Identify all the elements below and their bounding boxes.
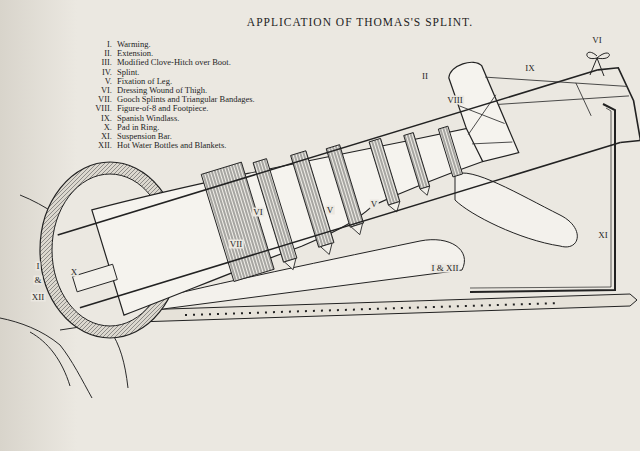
key-numeral: XI. <box>101 132 112 141</box>
key-numeral: XII. <box>98 141 112 150</box>
windlass-stick <box>576 81 591 117</box>
cord <box>499 67 629 133</box>
key-numeral: II. <box>104 49 112 58</box>
callout-number: & <box>33 276 42 285</box>
bandage <box>326 145 363 228</box>
key-numeral: VIII. <box>95 104 112 113</box>
bandages <box>201 101 473 281</box>
blanket-fold <box>30 332 70 386</box>
page-title: APPLICATION OF THOMAS'S SPLINT. <box>247 17 473 29</box>
key-description: Warming. <box>117 40 151 49</box>
key-numeral: I. <box>107 40 112 49</box>
key-numeral: IX. <box>101 113 112 122</box>
key-description: Modified Clove-Hitch over Boot. <box>117 58 231 67</box>
bandage <box>404 133 430 189</box>
key-numeral: IV. <box>102 67 112 76</box>
bandage <box>438 126 462 177</box>
ring-pad <box>72 264 117 292</box>
callout-number: XI <box>597 231 609 240</box>
callout-number: V <box>370 200 379 209</box>
callout-number: I & XII <box>431 264 460 273</box>
bandage-turn <box>472 132 512 153</box>
key-numeral: X. <box>104 123 112 132</box>
key-description: Pad in Ring. <box>117 123 159 132</box>
callout-number: X <box>70 268 79 277</box>
boot <box>446 56 519 166</box>
figure-of-8 <box>459 94 512 154</box>
key-description: Fixation of Leg. <box>117 77 172 86</box>
leg-group <box>44 19 640 332</box>
callout-number: I <box>36 262 41 271</box>
bandage <box>253 159 297 263</box>
key-numeral: V. <box>105 77 112 86</box>
splint-rod <box>80 143 620 308</box>
key-description: Splint. <box>117 67 139 76</box>
key-description: Gooch Splints and Triangular Bandages. <box>117 95 255 104</box>
bandage-knots <box>276 186 442 271</box>
key-numeral: VII. <box>98 95 112 104</box>
knot <box>420 186 432 197</box>
callout-number: IX <box>524 64 536 73</box>
board-rivets <box>185 303 560 315</box>
callout-number: VI <box>252 208 264 217</box>
cord <box>485 39 626 125</box>
callout-number: II <box>421 72 429 81</box>
splint-rod <box>58 70 598 235</box>
callout-number: VIII <box>446 96 464 105</box>
knot <box>321 243 335 256</box>
blanket-fold <box>0 318 92 398</box>
callout-number: VI <box>591 36 603 45</box>
key-description: Spanish Windlass. <box>117 113 179 122</box>
key-description: Dressing Wound of Thigh. <box>117 86 207 95</box>
callout-number: V <box>326 206 335 215</box>
key-description: Suspension Bar. <box>117 132 172 141</box>
bandage <box>369 138 400 205</box>
knot <box>351 223 365 236</box>
key-description: Figure-of-8 and Footpiece. <box>117 104 208 113</box>
key-description: Hot Water Bottles and Blankets. <box>117 141 226 150</box>
callout-number: VII <box>229 240 244 249</box>
tie-bow <box>587 52 610 76</box>
blanket-fold <box>110 330 128 388</box>
key-numeral: VI. <box>101 86 112 95</box>
pillow <box>455 173 577 247</box>
splint-end <box>598 63 640 147</box>
key-numeral: III. <box>101 58 112 67</box>
extension-cords <box>485 39 631 143</box>
knot <box>284 258 298 271</box>
key-description: Extension. <box>117 49 153 58</box>
callout-number: XII <box>31 293 46 302</box>
